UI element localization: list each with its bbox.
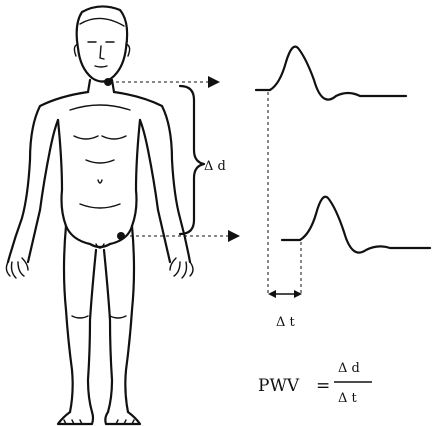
femoral-pulse-waveform	[282, 197, 430, 253]
distance-brace	[180, 86, 204, 234]
human-figure	[6, 6, 193, 424]
formula-equals: =	[316, 376, 330, 396]
carotid-arrow	[110, 76, 220, 88]
time-delay-arrow	[268, 290, 302, 298]
formula-lhs: PWV	[258, 376, 300, 396]
pwv-formula: PWV = Δ d Δ t	[258, 361, 372, 406]
time-label: Δ t	[276, 315, 296, 330]
femoral-site-marker	[117, 232, 125, 240]
formula-numerator: Δ d	[338, 361, 360, 376]
distance-label: Δ d	[204, 159, 226, 174]
femoral-arrow	[124, 230, 240, 242]
carotid-pulse-waveform	[256, 47, 406, 100]
formula-denominator: Δ t	[338, 391, 358, 406]
